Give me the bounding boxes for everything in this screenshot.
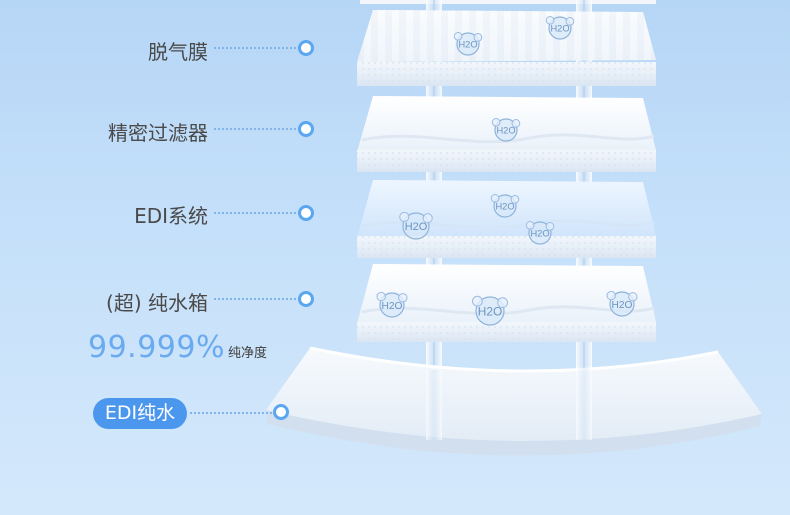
marker-dot [301, 43, 311, 53]
leader-line [214, 47, 300, 49]
edi-pure-water-badge: EDI纯水 [93, 398, 187, 429]
svg-text:H2O: H2O [612, 300, 633, 311]
leader-line [214, 128, 300, 130]
label-degassing-membrane: 脱气膜 [148, 36, 208, 65]
marker-dot [301, 124, 311, 134]
marker-dot [276, 407, 286, 417]
svg-text:H2O: H2O [382, 301, 403, 312]
svg-text:H2O: H2O [495, 202, 514, 212]
leader-line [190, 412, 276, 414]
output-tray [266, 348, 762, 456]
marker-dot [301, 294, 311, 304]
svg-text:H2O: H2O [405, 221, 428, 233]
purity-stat: 99.999%纯净度 [88, 330, 267, 365]
svg-text:H2O: H2O [458, 40, 477, 50]
label-pure-water-tank: (超) 纯水箱 [106, 287, 208, 316]
leader-line [214, 212, 300, 214]
svg-text:H2O: H2O [496, 126, 515, 136]
leader-line [214, 298, 300, 300]
purity-value: 99.999% [88, 330, 225, 365]
top-pad-edge [360, 0, 656, 4]
svg-text:H2O: H2O [530, 229, 549, 239]
label-edi-system: EDI系统 [134, 200, 208, 229]
layer-degassing-membrane [357, 10, 656, 86]
svg-text:H2O: H2O [478, 304, 502, 318]
svg-text:H2O: H2O [550, 24, 569, 34]
purity-suffix: 纯净度 [228, 346, 267, 361]
marker-dot [301, 208, 311, 218]
label-precision-filter: 精密过滤器 [108, 117, 208, 146]
